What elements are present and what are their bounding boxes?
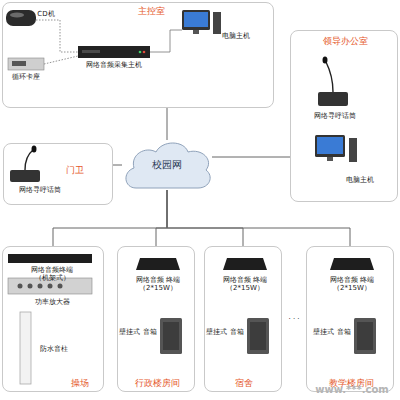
room-name: 操场	[71, 379, 89, 389]
computer-tower	[213, 12, 221, 34]
amplifier-knob	[48, 284, 53, 289]
monitor-stand	[193, 30, 199, 34]
network-link	[156, 190, 167, 246]
room-name: 宿舍	[235, 379, 253, 389]
speaker-grille	[357, 322, 373, 350]
amplifier-knob	[38, 284, 43, 289]
room-name: 主控室	[138, 7, 165, 17]
device-label: 网络音频终端（机架式）	[22, 266, 82, 282]
computer-monitor	[182, 10, 210, 30]
wall-speaker	[354, 318, 376, 354]
device-label: 壁挂式 音箱	[313, 328, 350, 336]
device-label: 网络音频 终端（2*15W）	[128, 276, 188, 292]
computer-monitor	[315, 135, 345, 157]
audio-terminal	[223, 258, 267, 270]
speaker-grille	[163, 322, 179, 350]
monitor-screen	[184, 12, 208, 27]
device-label: CD机	[37, 10, 54, 18]
column-speaker	[20, 312, 31, 384]
data-wire	[150, 30, 182, 52]
watermark: www.***.com	[315, 384, 389, 396]
audio-terminal	[136, 258, 180, 270]
device-label: 壁挂式 音箱	[119, 328, 156, 336]
device-label: 电脑主机	[222, 32, 250, 40]
wall-speaker	[160, 318, 182, 354]
monitor-stand	[327, 157, 333, 161]
audio-terminal	[330, 258, 374, 270]
network-name: 校园网	[152, 159, 182, 170]
monitor-screen	[317, 137, 343, 154]
amplifier-knob	[18, 284, 23, 289]
paging-microphone	[10, 170, 40, 182]
cd-player	[6, 10, 36, 26]
capture-host	[78, 46, 150, 58]
device-label: 电脑主机	[346, 176, 374, 184]
wall-speaker	[247, 318, 269, 354]
amplifier-knob	[58, 284, 63, 289]
network-link	[167, 108, 168, 140]
device-label: 网络寻呼话筒	[314, 112, 356, 120]
rack-terminal	[8, 254, 92, 263]
cd-player-lid	[10, 13, 24, 18]
microphone-head	[32, 146, 37, 153]
device-label: 网络寻呼话筒	[19, 186, 61, 194]
audio-wire	[44, 56, 78, 64]
network-link	[53, 190, 167, 246]
network-link	[167, 190, 350, 246]
deck-slot	[12, 61, 26, 66]
room-name: 领导办公室	[323, 37, 368, 47]
amplifier-knob	[28, 284, 33, 289]
room-name: 行政楼房间	[135, 379, 180, 389]
device-label: 壁挂式 音箱	[206, 328, 243, 336]
cloud-shape	[126, 143, 210, 188]
host-led	[139, 51, 142, 54]
network-cloud: 校园网	[122, 140, 212, 190]
paging-microphone	[318, 92, 348, 106]
network-link	[167, 190, 243, 246]
device-label: 网络音频 终端（2*15W）	[215, 276, 275, 292]
microphone-head	[323, 57, 328, 64]
network-link	[113, 165, 122, 166]
audio-wire	[36, 20, 78, 52]
microphone-gooseneck	[326, 62, 333, 92]
ellipsis-mark: · · ·	[288, 315, 299, 323]
device-label: 网络音频 终端（2*15W）	[328, 276, 376, 292]
device-label: 循环卡座	[12, 73, 40, 81]
host-led	[143, 51, 146, 54]
host-panel	[82, 50, 100, 53]
device-label: 网络音频采集主机	[86, 61, 142, 69]
device-label: 防水音柱	[40, 345, 68, 353]
room-name: 门卫	[66, 166, 84, 176]
cassette-deck	[8, 58, 44, 70]
network-link	[212, 157, 290, 158]
device-label: 功率放大器	[35, 298, 70, 306]
microphone-gooseneck	[25, 150, 33, 170]
computer-tower	[349, 138, 357, 162]
speaker-grille	[250, 322, 266, 350]
